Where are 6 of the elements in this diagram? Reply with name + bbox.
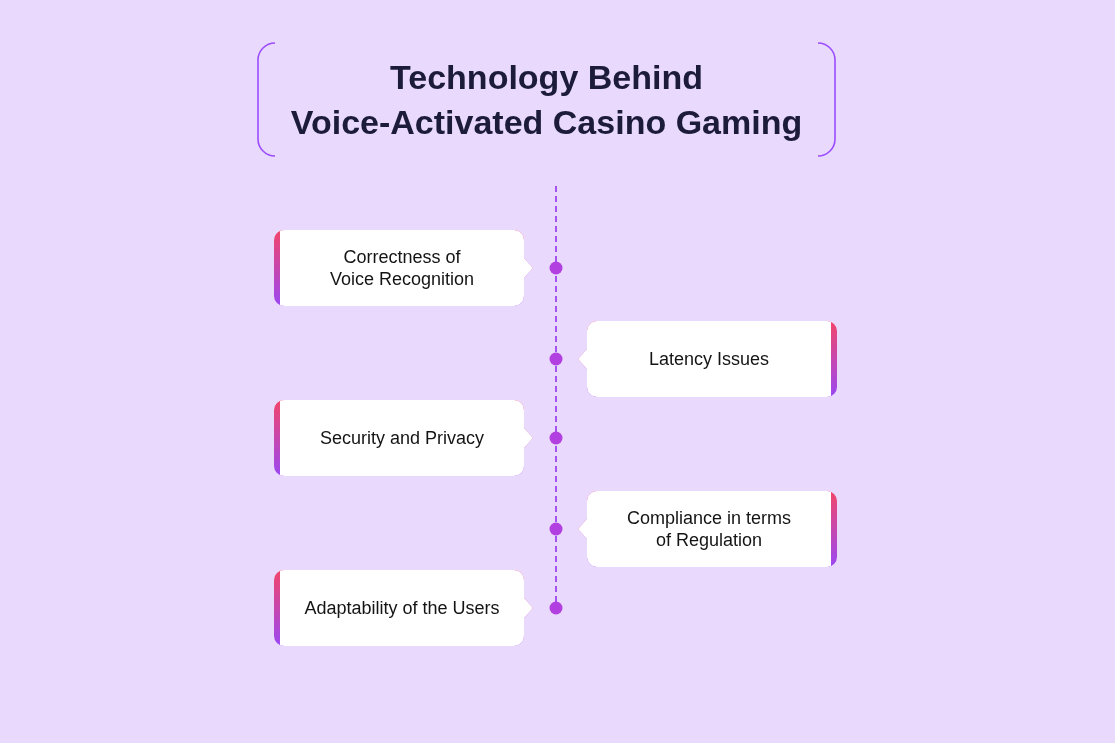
topic-label: Adaptability of the Users — [304, 597, 500, 619]
diagram-title: Technology Behind Voice-Activated Casino Gaming — [289, 56, 804, 143]
topic-label: Latency Issues — [648, 348, 770, 370]
topic-label: Correctness of Voice Recognition — [328, 246, 476, 290]
topic-label: Security and Privacy — [319, 427, 485, 449]
topic-label: Compliance in terms of Regulation — [625, 507, 793, 551]
